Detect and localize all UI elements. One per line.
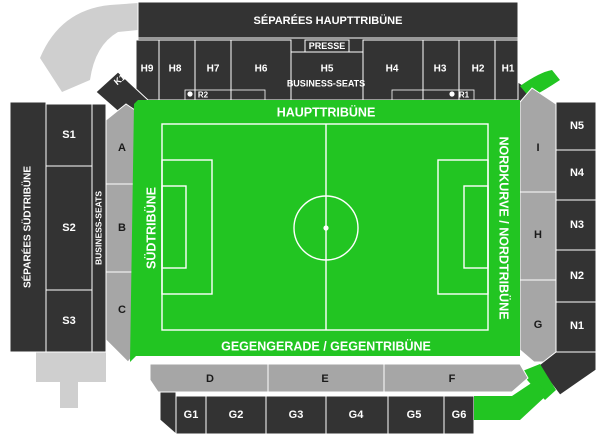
block-i[interactable] <box>519 87 557 193</box>
block-n4-label: N4 <box>570 167 585 179</box>
block-h2-label: H2 <box>472 64 485 75</box>
centre-spot <box>323 225 329 231</box>
block-e[interactable] <box>267 363 385 393</box>
block-h6-label: H6 <box>255 64 268 75</box>
wheelchair-row-r2-label: R2 <box>198 91 209 100</box>
block-h3-label: H3 <box>434 64 447 75</box>
block-n5[interactable] <box>555 101 597 151</box>
south-west-stairs <box>60 380 78 408</box>
block-g2[interactable] <box>205 395 267 435</box>
block-s2[interactable] <box>45 165 93 291</box>
block-d[interactable] <box>149 363 269 393</box>
wheelchair-icon <box>449 91 455 97</box>
block-i-label: I <box>536 142 539 154</box>
separees-sudtribune[interactable] <box>9 101 47 353</box>
pitch <box>130 100 520 362</box>
block-f-label: F <box>449 373 456 385</box>
block-g3-label: G3 <box>289 409 304 421</box>
block-h7-label: H7 <box>207 64 220 75</box>
block-g1-label: G1 <box>184 409 199 421</box>
sudtribune-label: SÜDTRIBÜNE <box>143 187 158 269</box>
block-h9-label: H9 <box>141 64 154 75</box>
block-n5-label: N5 <box>570 120 584 132</box>
block-h5[interactable] <box>290 51 364 101</box>
separees-haupttribune-label: SÉPARÉES HAUPTTRIBÜNE <box>254 14 403 27</box>
block-s2-label: S2 <box>62 222 75 234</box>
block-s3[interactable] <box>45 289 93 353</box>
block-h8-label: H8 <box>169 64 182 75</box>
wheelchair-row-r1-label: R1 <box>459 91 470 100</box>
block-h5-label: H5 <box>321 64 334 75</box>
block-c-label: C <box>118 304 126 316</box>
block-g2-label: G2 <box>229 409 244 421</box>
block-n3[interactable] <box>555 199 597 251</box>
block-e-label: E <box>321 373 328 385</box>
north-west-walkway <box>40 3 138 92</box>
nordkurve-nordtribune-label: NORDKURVE / NORDTRIBÜNE <box>497 136 512 319</box>
block-a-label: A <box>118 142 126 154</box>
block-b-label: B <box>118 222 126 234</box>
block-g6-label: G6 <box>452 409 467 421</box>
wheelchair-icon <box>187 91 193 97</box>
south-east-green-corner <box>520 364 556 400</box>
block-n2-label: N2 <box>570 270 584 282</box>
haupttribune-business-seats-label: BUSINESS-SEATS <box>287 78 365 88</box>
block-n1[interactable] <box>555 301 597 353</box>
block-n1-label: N1 <box>570 320 584 332</box>
separees-sudtribune-label: SÉPARÉES SÜDTRIBÜNE <box>21 166 34 288</box>
block-n2[interactable] <box>555 249 597 303</box>
block-n4[interactable] <box>555 149 597 201</box>
block-s1-label: S1 <box>62 129 75 141</box>
block-g4-label: G4 <box>349 409 365 421</box>
south-east-corner-stand <box>537 351 597 396</box>
block-s3-label: S3 <box>62 315 75 327</box>
block-h4-label: H4 <box>386 64 399 75</box>
pitch-markings <box>161 123 489 331</box>
block-g3[interactable] <box>265 395 327 435</box>
block-h[interactable] <box>519 191 557 281</box>
south-east-green-walkway <box>474 380 548 420</box>
block-d-label: D <box>206 373 214 385</box>
gegengerade-gegentribune-label: GEGENGERADE / GEGENTRIBÜNE <box>221 338 431 353</box>
block-g5-label: G5 <box>407 409 422 421</box>
block-n3-label: N3 <box>570 219 584 231</box>
block-g5[interactable] <box>387 395 445 435</box>
block-g-label: G <box>534 319 543 331</box>
south-west-walkway <box>36 352 106 382</box>
block-g6[interactable] <box>443 395 475 435</box>
sudtribune-business-seats-label: BUSINESS-SEATS <box>93 191 103 265</box>
press-box[interactable] <box>304 39 350 53</box>
haupttribune-label: HAUPTTRIBÜNE <box>277 104 376 119</box>
block-h-label: H <box>534 229 542 241</box>
press-box-label: PRESSE <box>309 41 346 51</box>
block-g1[interactable] <box>175 395 207 435</box>
south-corner-small <box>159 391 177 436</box>
block-f[interactable] <box>383 363 529 393</box>
block-h1-label: H1 <box>502 64 515 75</box>
